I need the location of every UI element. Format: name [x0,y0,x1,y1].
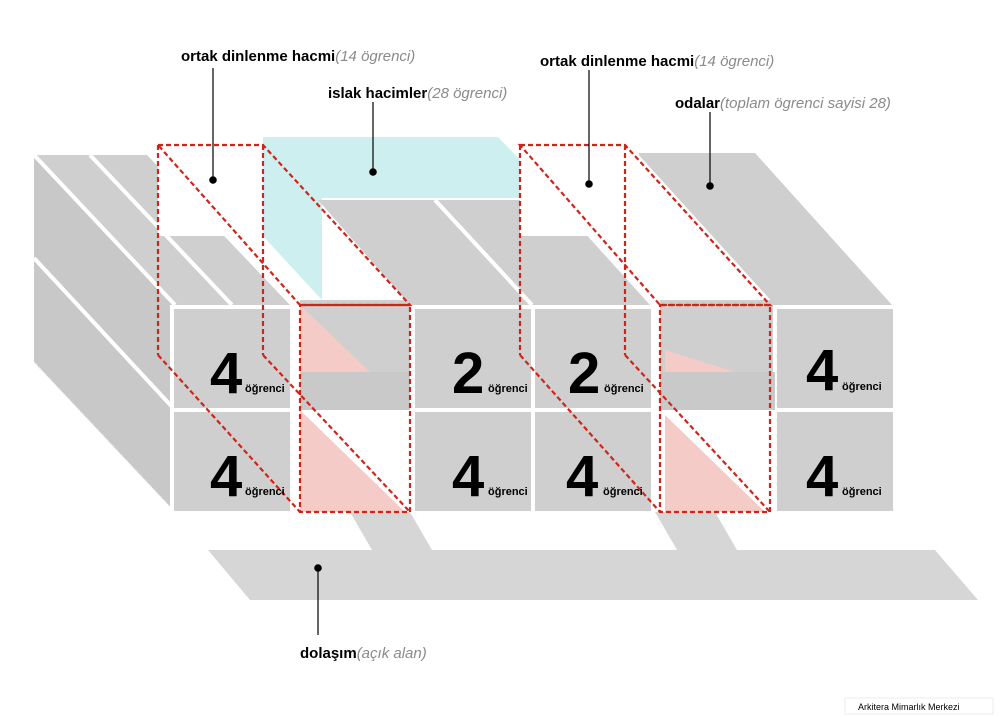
callout-circulation: dolaşım(açık alan) [300,645,427,662]
room-3-top-unit: öğrenci [604,383,644,395]
room-4-bottom-unit: öğrenci [842,486,882,498]
room-1-bottom-unit: öğrenci [245,486,285,498]
lounge-wedges [300,305,765,512]
lounge-outlines [155,143,773,514]
room-1-bottom-count: 4 [210,444,242,509]
right-block [635,153,892,372]
callout-lounge-2: ortak dinlenme hacmi(14 ögrenci) [540,53,774,70]
room-3-bottom-unit: öğrenci [603,486,643,498]
room-2-top-unit: öğrenci [488,383,528,395]
room-labels: 4 öğrenci 4 öğrenci 2 öğrenci 4 öğrenci … [210,338,882,509]
credit-text: Arkitera Mimarlık Merkezi [858,702,960,712]
credit-box: Arkitera Mimarlık Merkezi [844,697,994,715]
wet-volumes [263,137,557,300]
room-4-top-count: 4 [806,338,838,403]
room-2-bottom-unit: öğrenci [488,486,528,498]
room-4-bottom-count: 4 [806,444,838,509]
room-4-top-unit: öğrenci [842,381,882,393]
callout-wet-volumes: islak hacimler(28 ögrenci) [328,85,507,102]
room-3-top-count: 2 [568,341,600,406]
lounge-shafts [158,145,625,236]
callouts: ortak dinlenme hacmi(14 ögrenci) islak h… [181,48,891,662]
leader-lines [209,68,714,635]
room-3-bottom-count: 4 [566,444,598,509]
room-2-bottom-count: 4 [452,444,484,509]
lounge-interior [300,372,775,410]
room-faces [170,305,897,515]
callout-rooms: odalar(toplam ögrenci sayisi 28) [675,95,891,112]
callout-lounge-1: ortak dinlenme hacmi(14 ögrenci) [181,48,415,65]
circulation-area [208,512,978,600]
room-2-top-count: 2 [452,341,484,406]
room-1-top-count: 4 [210,341,242,406]
room-1-top-unit: öğrenci [245,383,285,395]
